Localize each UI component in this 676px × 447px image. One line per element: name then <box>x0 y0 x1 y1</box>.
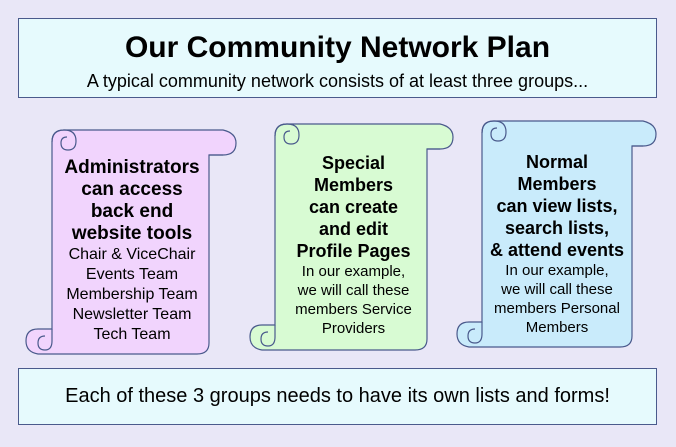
special-description-line: we will call these <box>297 282 410 299</box>
admin-heading-line: Administrators <box>64 157 200 178</box>
normal-heading-line: Normal <box>525 152 588 172</box>
special-description-line: Providers <box>321 320 386 337</box>
footer-message: Each of these 3 groups needs to have its… <box>65 385 610 407</box>
footer-box: Each of these 3 groups needs to have its… <box>18 368 657 425</box>
admin-team-item: Chair & ViceChair <box>68 246 196 263</box>
scroll-text-admin: Administrators can access back end websi… <box>47 157 217 345</box>
admin-heading-line: website tools <box>71 223 193 244</box>
scroll-normal-body <box>456 120 657 348</box>
admin-heading-line: back end <box>90 201 174 222</box>
special-heading-line: Members <box>313 175 394 195</box>
normal-heading-line: Members <box>517 174 597 194</box>
normal-description-line: members Personal <box>494 300 620 317</box>
special-description-line: members Service <box>295 301 412 318</box>
scroll-special-body <box>249 123 454 351</box>
scroll-special <box>249 123 454 351</box>
normal-heading-line: & attend events <box>489 240 625 260</box>
normal-description-line: we will call these <box>501 281 613 298</box>
normal-description-line: In our example, <box>505 262 609 279</box>
page-subtitle: A typical community network consists of … <box>86 71 589 91</box>
special-heading-line: can create <box>308 197 399 217</box>
special-heading-line: Special <box>321 153 386 173</box>
admin-team-item: Events Team <box>85 266 179 283</box>
admin-team-item: Membership Team <box>66 286 198 303</box>
scroll-normal <box>456 120 657 348</box>
admin-team-item: Newsletter Team <box>72 306 192 323</box>
normal-heading-line: can view lists, <box>496 196 618 216</box>
page-title: Our Community Network Plan <box>124 31 551 64</box>
scroll-text-special: Special Members can create and edit Prof… <box>272 152 435 338</box>
scroll-admin-body <box>25 129 237 355</box>
special-heading-line: Profile Pages <box>296 241 411 261</box>
special-heading-line: and edit <box>318 219 388 239</box>
scroll-admin <box>25 129 237 355</box>
normal-heading-line: search lists, <box>504 218 610 238</box>
admin-team-item: Tech Team <box>93 326 171 343</box>
special-description-line: In our example, <box>301 263 406 280</box>
admin-heading-line: can access <box>81 179 183 200</box>
normal-description-line: Members <box>525 319 589 336</box>
scroll-text-normal: Normal Members can view lists, search li… <box>477 151 637 337</box>
title-box: Our Community Network Plan A typical com… <box>18 18 657 98</box>
